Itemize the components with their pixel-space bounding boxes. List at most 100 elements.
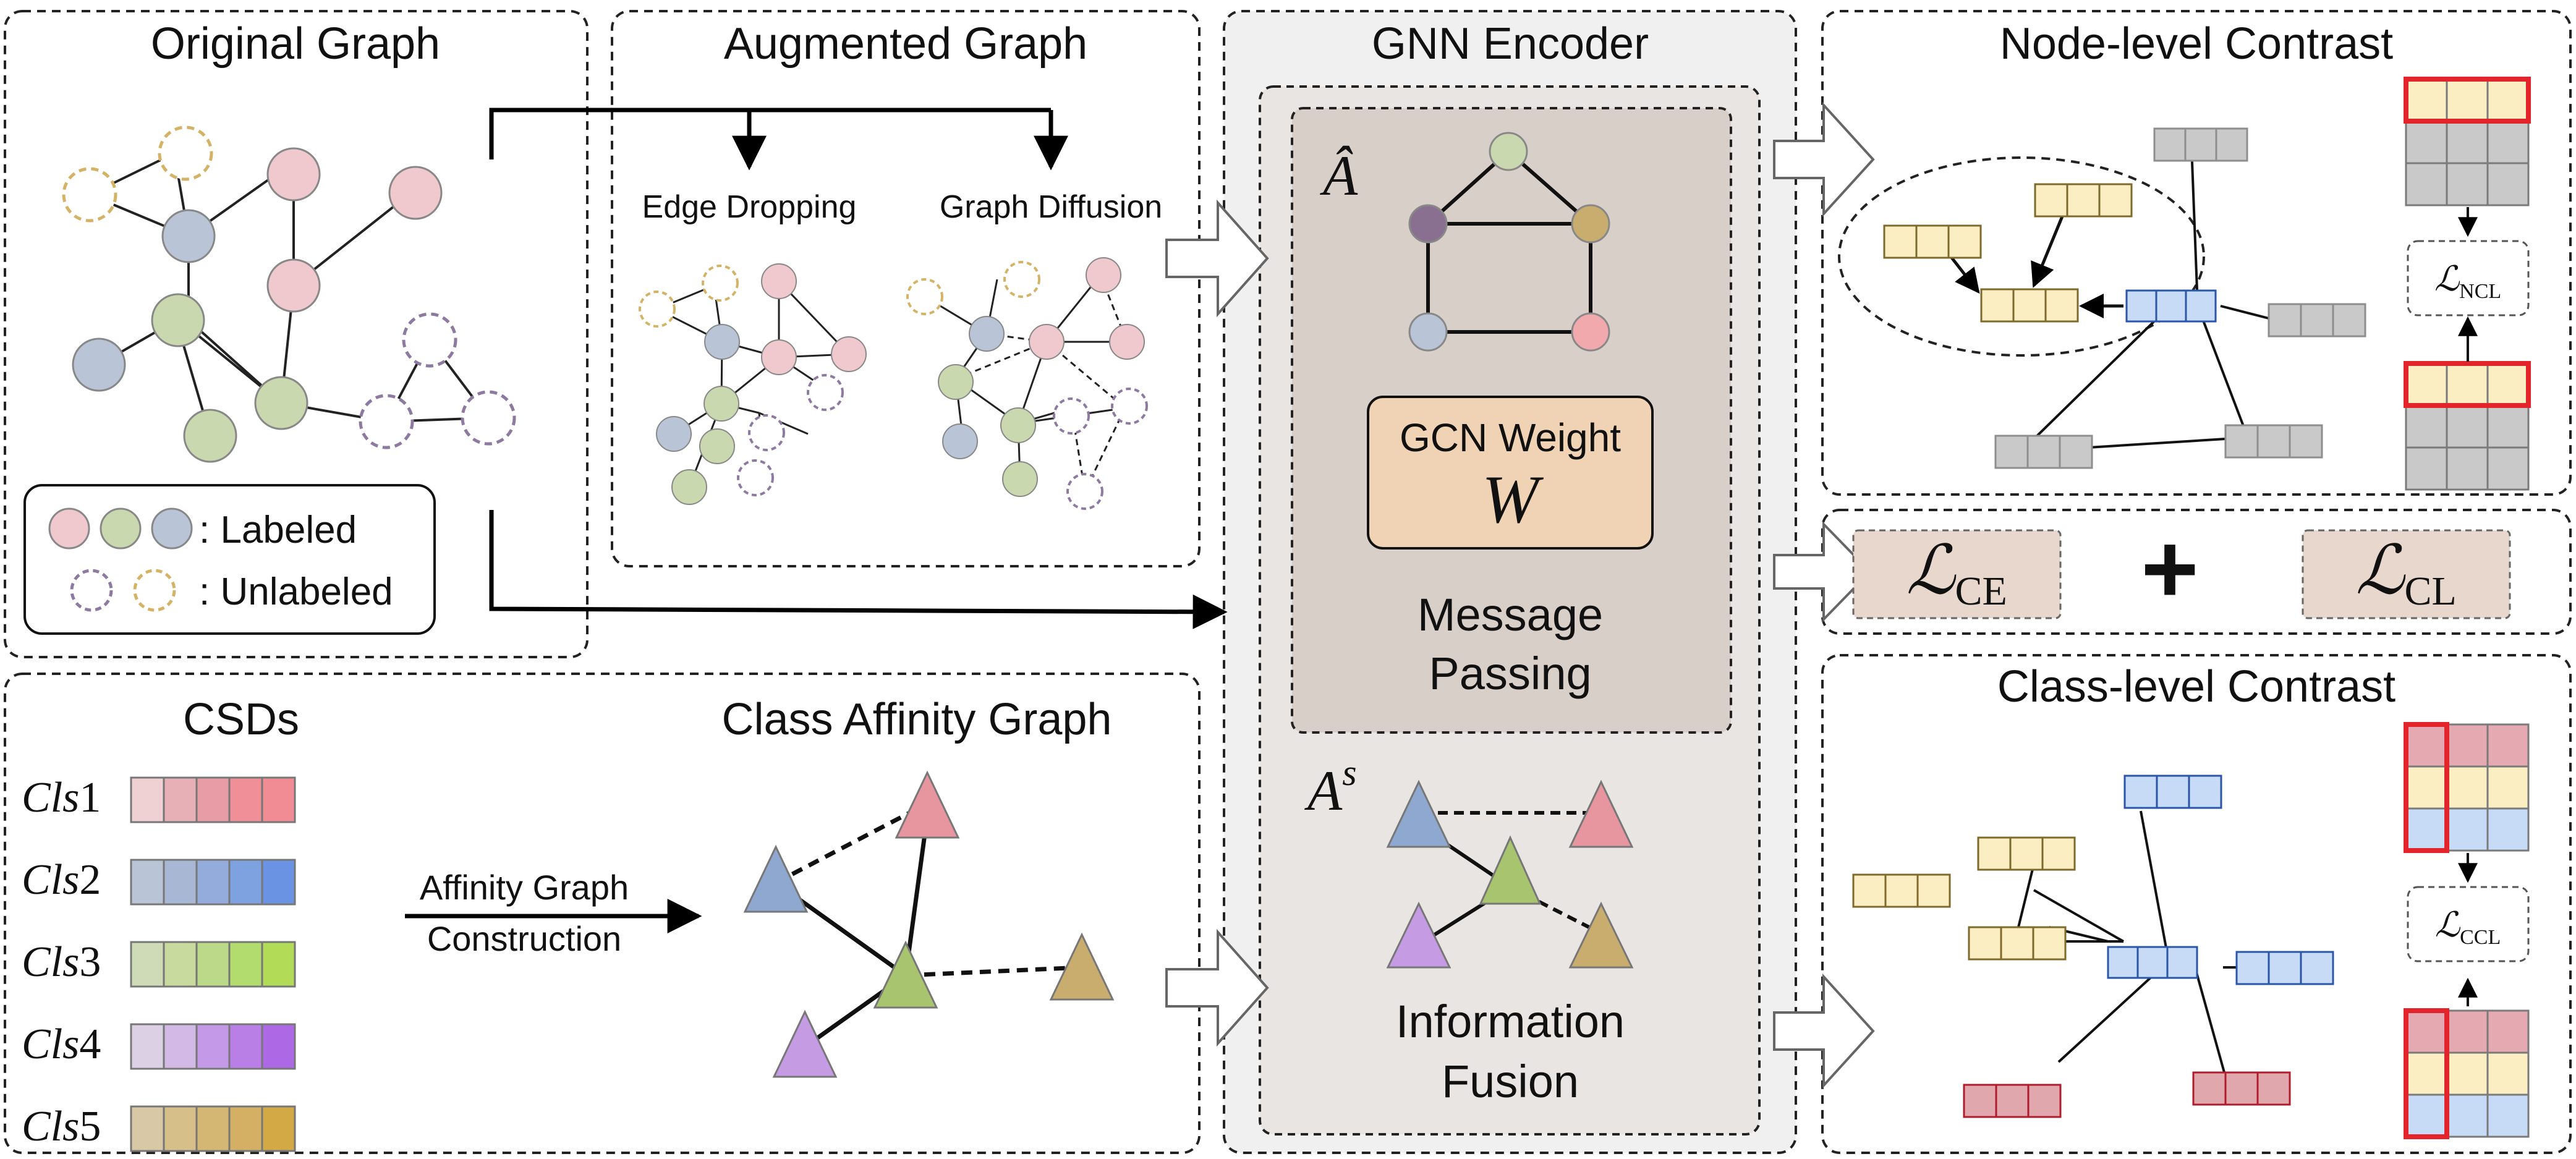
matrix-cell — [2405, 1051, 2448, 1096]
matrix-cell — [2486, 1009, 2530, 1054]
panel-node-level-contrast — [1821, 10, 2572, 496]
matrix-cell — [2405, 1009, 2448, 1054]
matrix-cell — [2405, 1093, 2448, 1138]
csd-row-label: Cls5 — [22, 1103, 101, 1150]
title-class-affinity-graph: Class Affinity Graph — [722, 695, 1112, 744]
message-passing-line1: Message — [1418, 589, 1603, 640]
csd-row-label-num: 5 — [79, 1103, 101, 1150]
block-arrow-augmented-to-encoder — [1165, 199, 1269, 318]
matrix-cell — [2446, 1009, 2489, 1054]
matrix-cell — [2486, 1051, 2530, 1096]
csd-cell — [228, 1105, 263, 1152]
node-level-contrast-graph — [1838, 127, 2366, 469]
matrix-highlight — [2404, 1008, 2449, 1139]
plus-sign: + — [2141, 513, 2198, 624]
matrix-cell — [2405, 765, 2448, 810]
csd-cell — [195, 776, 231, 823]
csd-cell — [261, 1023, 296, 1070]
block-arrow-encoder-to-ncl — [1773, 101, 1875, 218]
affinity-construction-line2: Construction — [427, 919, 621, 958]
title-node-level-contrast: Node-level Contrast — [2000, 19, 2393, 69]
csd-row-label-base: Cls — [22, 856, 79, 904]
ncl-loss-sub: NCL — [2459, 280, 2501, 303]
cl-loss-label: ℒCL — [2355, 533, 2457, 614]
csd-cell — [163, 941, 198, 988]
panel-csds — [4, 673, 1201, 1154]
ncl-matrix-bottom — [2404, 361, 2531, 491]
csd-row-label-base: Cls — [22, 1103, 79, 1150]
matrix-cell — [2405, 120, 2448, 164]
matrix-cell — [2486, 362, 2530, 407]
csd-cell — [130, 941, 165, 988]
matrix-cell — [2446, 78, 2489, 122]
csd-cell — [130, 859, 165, 906]
csd-cell — [261, 776, 296, 823]
original-graph-nodes — [72, 147, 443, 463]
symbol-a-s-sup: s — [1342, 752, 1356, 793]
csd-row-label-base: Cls — [22, 938, 79, 986]
matrix-cell — [2486, 120, 2530, 164]
csd-cell — [261, 941, 296, 988]
csd-row-label-base: Cls — [22, 774, 79, 821]
label-graph-diffusion: Graph Diffusion — [940, 189, 1162, 225]
legend-unlabeled-swatches — [70, 569, 176, 612]
matrix-cell — [2446, 362, 2489, 407]
title-csds: CSDs — [183, 695, 299, 744]
block-arrow-csd-to-encoder — [1165, 928, 1269, 1047]
cl-loss-main: ℒ — [2355, 533, 2406, 608]
legend-labeled-text: : Labeled — [199, 509, 357, 551]
csd-cell — [130, 776, 165, 823]
original-graph-unlabeled-nodes — [62, 125, 516, 449]
csd-row-label-num: 4 — [79, 1021, 101, 1068]
csd-cell — [228, 941, 263, 988]
gcn-weight-label: GCN Weight — [1400, 415, 1621, 460]
matrix-cell — [2486, 446, 2530, 491]
ncl-loss-main: ℒ — [2434, 260, 2460, 299]
matrix-cell — [2486, 807, 2530, 852]
matrix-cell — [2405, 723, 2448, 768]
block-arrow-encoder-to-ccl — [1773, 973, 1875, 1089]
class-affinity-graph — [743, 770, 1115, 1078]
csd-row-label-num: 1 — [79, 774, 101, 821]
csd-cell — [261, 859, 296, 906]
fusion-triangle-graph — [1386, 779, 1634, 969]
csd-row-label-base: Cls — [22, 1021, 79, 1068]
csd-cell — [228, 776, 263, 823]
ce-loss-sub: CE — [1955, 569, 2007, 614]
block-arrows — [1165, 101, 1875, 1089]
panel-original-graph — [4, 10, 589, 658]
csd-cell — [130, 1105, 165, 1152]
symbol-a-s: As — [1304, 752, 1357, 822]
ncl-feature-vectors — [1883, 127, 2366, 469]
csd-row-label: Cls1 — [22, 774, 101, 821]
flow-arrows — [489, 108, 1228, 629]
matrix-cell — [2486, 765, 2530, 810]
matrix-cell — [2405, 404, 2448, 449]
ncl-loss-label: ℒNCL — [2434, 260, 2501, 303]
ccl-loss-label: ℒCCL — [2435, 906, 2501, 949]
ccl-loss-box — [2407, 886, 2530, 962]
ccl-loss-sub: CCL — [2460, 926, 2501, 949]
matrix-cell — [2446, 807, 2489, 852]
csd-cell — [195, 1023, 231, 1070]
matrix-cell — [2446, 446, 2489, 491]
edge-dropping-graph — [639, 263, 867, 505]
gcn-weight-symbol: W — [1482, 462, 1544, 537]
symbol-a-s-base: A — [1304, 759, 1343, 822]
ce-loss-box — [1852, 529, 2062, 619]
matrix-highlight — [2404, 722, 2449, 853]
matrix-cell — [2446, 1093, 2489, 1138]
matrix-cell — [2446, 1051, 2489, 1096]
matrix-cell — [2486, 723, 2530, 768]
csd-row-label: Cls3 — [22, 938, 101, 986]
matrix-cell — [2486, 162, 2530, 206]
ncl-loss-box — [2407, 240, 2530, 316]
title-gnn-encoder: GNN Encoder — [1372, 19, 1649, 69]
label-edge-dropping: Edge Dropping — [642, 189, 857, 225]
information-fusion-line2: Fusion — [1442, 1056, 1579, 1107]
csd-cell — [195, 941, 231, 988]
title-original-graph: Original Graph — [151, 19, 440, 69]
